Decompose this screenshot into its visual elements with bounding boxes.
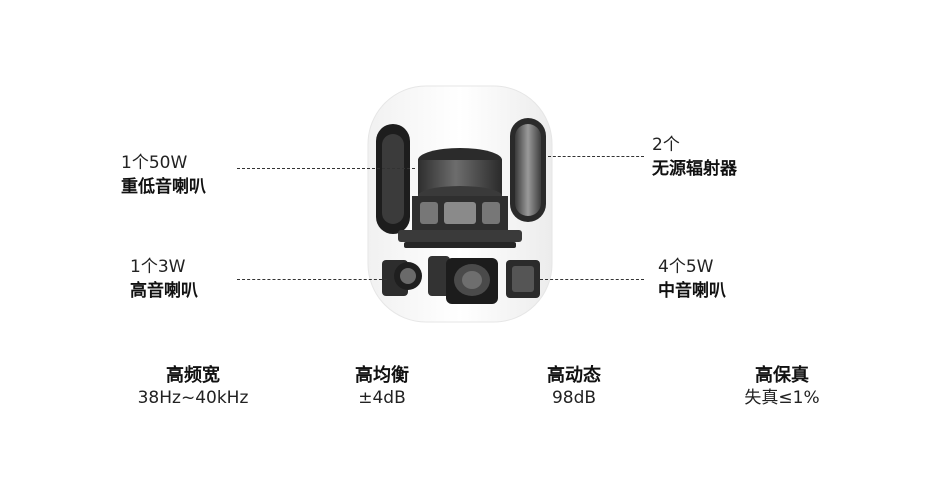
tweeter-leader-line bbox=[237, 279, 387, 280]
feature-fidelity: 高保真 失真≤1% bbox=[682, 365, 882, 409]
midrange-name: 中音喇叭 bbox=[658, 281, 726, 301]
radiator-callout: 2个 无源辐射器 bbox=[652, 133, 737, 181]
feature-value: ±4dB bbox=[358, 388, 406, 408]
feature-title: 高频宽 bbox=[166, 365, 220, 386]
feature-balance: 高均衡 ±4dB bbox=[282, 365, 482, 409]
feature-title: 高动态 bbox=[547, 365, 601, 386]
feature-title: 高均衡 bbox=[355, 365, 409, 386]
feature-value: 失真≤1% bbox=[744, 388, 820, 408]
midrange-callout: 4个5W 中音喇叭 bbox=[658, 255, 726, 303]
woofer-callout: 1个50W 重低音喇叭 bbox=[121, 151, 206, 199]
woofer bbox=[398, 148, 522, 248]
speaker-exploded-view bbox=[367, 85, 553, 323]
midrange-qty: 4个5W bbox=[658, 257, 714, 277]
midrange-leader-line bbox=[540, 279, 644, 280]
woofer-qty: 1个50W bbox=[121, 153, 188, 173]
tweeter-qty: 1个3W bbox=[130, 257, 186, 277]
radiator-name: 无源辐射器 bbox=[652, 159, 737, 179]
feature-bandwidth: 高频宽 38Hz~40kHz bbox=[93, 365, 293, 409]
radiator-qty: 2个 bbox=[652, 135, 680, 155]
woofer-name: 重低音喇叭 bbox=[121, 177, 206, 197]
tweeter-callout: 1个3W 高音喇叭 bbox=[130, 255, 198, 303]
feature-value: 38Hz~40kHz bbox=[137, 388, 249, 408]
woofer-leader-line bbox=[237, 168, 415, 169]
right-passive-radiator bbox=[510, 118, 546, 222]
tweeter-and-midrange-drivers bbox=[382, 256, 540, 304]
radiator-leader-line bbox=[548, 156, 644, 157]
feature-title: 高保真 bbox=[755, 365, 809, 386]
feature-value: 98dB bbox=[551, 388, 597, 408]
left-passive-radiator bbox=[376, 124, 410, 234]
tweeter-name: 高音喇叭 bbox=[130, 281, 198, 301]
feature-dynamic: 高动态 98dB bbox=[474, 365, 674, 409]
